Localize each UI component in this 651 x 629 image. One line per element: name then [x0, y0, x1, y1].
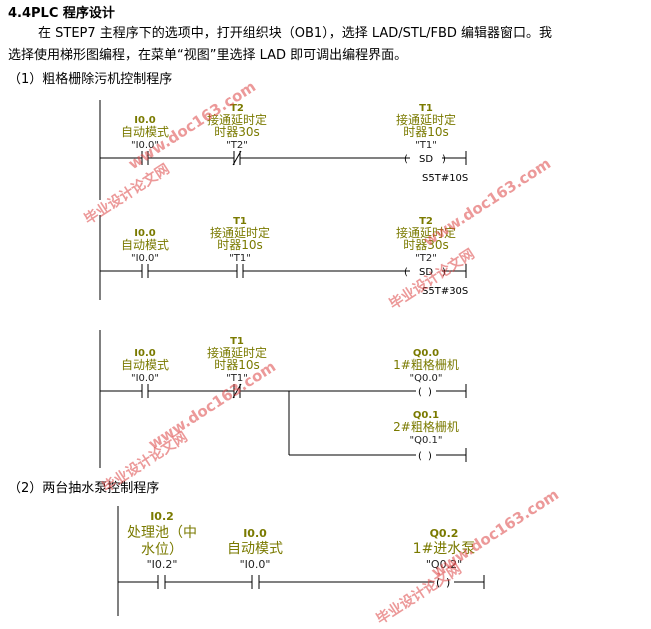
coil-left-paren: ( [418, 451, 422, 462]
subsection-1-title: （1）粗格栅除污机控制程序 [8, 72, 173, 87]
contact-ref: "I0.0" [131, 253, 159, 264]
section-title: 4.4PLC 程序设计 [8, 6, 115, 21]
network-2: I0.0 自动模式 "I0.0" T1 接通延时定 时器10s "T1" T2 … [99, 215, 468, 300]
coil-right-paren: ) [442, 154, 446, 165]
coil-symbol: SD [419, 154, 433, 165]
paragraph-line-2: 选择使用梯形图编程，在菜单“视图”里选择 LAD 即可调出编程界面。 [8, 48, 408, 63]
contact-name-2: 水位） [141, 542, 183, 558]
coil-name-2: 时器10s [403, 125, 449, 139]
contact-address: T1 [233, 216, 247, 227]
contact-ref: "I0.0" [131, 373, 159, 384]
nc-contact-slash [232, 150, 242, 166]
coil-left-paren: ( [404, 267, 408, 278]
coil-right-paren: ) [446, 576, 450, 589]
coil-address: Q0.0 [413, 348, 439, 359]
contact-name: 接通延时定 [210, 225, 270, 240]
paragraph-line-1: 在 STEP7 主程序下的选项中，打开组织块（OB1），选择 LAD/STL/F… [38, 26, 553, 41]
network-1: I0.0 自动模式 "I0.0" T2 接通延时定 时器30s "T2" T1 … [99, 100, 468, 200]
coil-left-paren: ( [436, 576, 440, 589]
contact-ref: "I0.0" [131, 140, 159, 151]
coil-ref: "Q0.2" [426, 558, 462, 571]
contact-address: I0.0 [134, 115, 155, 126]
coil-ref: "Q0.0" [410, 373, 443, 384]
contact-name: 处理池（中 [127, 525, 197, 541]
coil-right-paren: ) [428, 387, 432, 398]
contact-name: 自动模式 [121, 238, 169, 252]
contact-ref: "T2" [226, 140, 248, 151]
coil-name: 接通延时定 [396, 225, 456, 240]
contact-ref: "T1" [229, 253, 251, 264]
coil-right-paren: ) [428, 451, 432, 462]
coil-left-paren: ( [404, 154, 408, 165]
contact-ref: "I0.0" [240, 558, 271, 571]
network-3: I0.0 自动模式 "I0.0" T1 接通延时定 时器10s "T1" Q0.… [99, 330, 467, 468]
contact-address: I0.2 [150, 510, 174, 523]
coil-address: Q0.1 [413, 410, 439, 421]
contact-name-2: 时器10s [217, 238, 263, 252]
contact-ref: "I0.2" [147, 558, 178, 571]
contact-name: 自动模式 [227, 541, 283, 557]
coil-right-paren: ) [442, 267, 446, 278]
contact-name: 接通延时定 [207, 112, 267, 127]
contact-ref: "T1" [226, 373, 248, 384]
coil-address: Q0.2 [430, 527, 459, 540]
contact-name-2: 时器10s [214, 358, 260, 372]
timer-preset: S5T#10S [422, 173, 468, 184]
coil-name: 1#粗格栅机 [393, 357, 459, 372]
coil-ref: "Q0.1" [410, 435, 443, 446]
contact-address: T1 [230, 336, 244, 347]
contact-name: 接通延时定 [207, 345, 267, 360]
coil-name: 2#粗格栅机 [393, 419, 459, 434]
contact-address: I0.0 [243, 527, 267, 540]
contact-address: I0.0 [134, 228, 155, 239]
contact-address: I0.0 [134, 348, 155, 359]
coil-ref: "T1" [415, 140, 437, 151]
contact-name-2: 时器30s [214, 125, 260, 139]
contact-name: 自动模式 [121, 358, 169, 372]
coil-left-paren: ( [418, 387, 422, 398]
nc-contact-slash [232, 383, 242, 399]
coil-ref: "T2" [415, 253, 437, 264]
coil-address: T2 [419, 216, 433, 227]
coil-name: 接通延时定 [396, 112, 456, 127]
coil-name: 1#进水泵 [413, 541, 476, 557]
coil-name-2: 时器30s [403, 238, 449, 252]
contact-name: 自动模式 [121, 125, 169, 139]
coil-address: T1 [419, 103, 433, 114]
subsection-2-title: （2）两台抽水泵控制程序 [8, 481, 160, 496]
timer-preset: S5T#30S [422, 286, 468, 297]
contact-address: T2 [230, 103, 244, 114]
coil-symbol: SD [419, 267, 433, 278]
network-4: I0.2 处理池（中 水位） "I0.2" I0.0 自动模式 "I0.0" Q… [117, 506, 485, 616]
